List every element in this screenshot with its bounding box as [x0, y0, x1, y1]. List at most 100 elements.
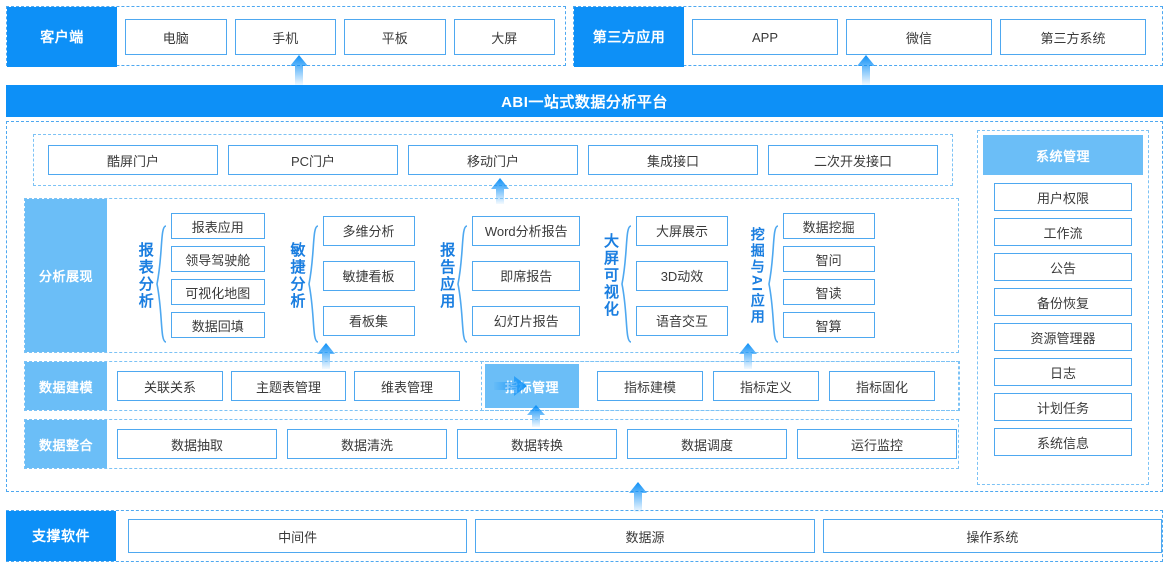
data-modeling-item-relations[interactable]: 关联关系 [117, 371, 223, 401]
analysis-cluster-agile-items: 多维分析 敏捷看板 看板集 [322, 215, 415, 336]
portal-item-secondary-dev-api[interactable]: 二次开发接口 [768, 145, 938, 175]
portal-item-pc[interactable]: PC门户 [228, 145, 398, 175]
brace-icon [766, 224, 779, 343]
system-management-items: 用户权限 工作流 公告 备份恢复 资源管理器 日志 计划任务 系统信息 [994, 183, 1132, 456]
analysis-item-board-set[interactable]: 看板集 [322, 305, 415, 336]
portal-item-kuping[interactable]: 酷屏门户 [48, 145, 218, 175]
analysis-item-multidim[interactable]: 多维分析 [322, 215, 415, 246]
data-integration-item-extract[interactable]: 数据抽取 [117, 429, 277, 459]
arrow-up-to-client-icon [288, 55, 310, 85]
analysis-cluster-report-app-items: Word分析报告 即席报告 幻灯片报告 [472, 215, 581, 336]
analysis-item-bigscreen-display[interactable]: 大屏展示 [636, 215, 728, 246]
system-management-item-workflow[interactable]: 工作流 [994, 218, 1132, 246]
third-party-group-header: 第三方应用 [574, 7, 684, 67]
third-party-item-external-system[interactable]: 第三方系统 [1000, 19, 1146, 55]
client-layer-row: 客户端 电脑 手机 平板 大屏 第三方应用 APP 微信 第三方系统 [0, 6, 1169, 67]
indicator-item-solidify[interactable]: 指标固化 [829, 371, 935, 401]
third-party-item-app[interactable]: APP [692, 19, 838, 55]
support-software-header: 支撑软件 [6, 511, 116, 561]
analysis-item-agile-board[interactable]: 敏捷看板 [322, 260, 415, 291]
brace-icon [455, 224, 468, 343]
analysis-cluster-bigscreen-items: 大屏展示 3D动效 语音交互 [636, 215, 728, 336]
platform-title-bar: ABI一站式数据分析平台 [6, 85, 1163, 117]
data-modeling-layer: 数据建模 关联关系 主题表管理 维表管理 指标管理 指标建模 指标定义 指标固化 [24, 361, 960, 411]
portal-item-integration-api[interactable]: 集成接口 [588, 145, 758, 175]
analysis-item-visual-map[interactable]: 可视化地图 [170, 279, 265, 305]
system-management-item-resource-manager[interactable]: 资源管理器 [994, 323, 1132, 351]
indicator-management-items: 指标建模 指标定义 指标固化 [597, 371, 935, 401]
system-management-item-scheduled-tasks[interactable]: 计划任务 [994, 393, 1132, 421]
indicator-item-modeling[interactable]: 指标建模 [597, 371, 703, 401]
system-management-item-logs[interactable]: 日志 [994, 358, 1132, 386]
system-management-item-backup-restore[interactable]: 备份恢复 [994, 288, 1132, 316]
data-modeling-item-subject-table[interactable]: 主题表管理 [231, 371, 346, 401]
system-management-group: 系统管理 用户权限 工作流 公告 备份恢复 资源管理器 日志 计划任务 系统信息 [977, 130, 1149, 485]
analysis-cluster-ai: 挖掘与AI应用 数据挖掘 智问 智读 智算 [750, 199, 875, 352]
data-integration-item-transform[interactable]: 数据转换 [457, 429, 617, 459]
third-party-group: 第三方应用 APP 微信 第三方系统 [573, 6, 1163, 67]
analysis-cluster-bigscreen: 大屏可视化 大屏展示 3D动效 语音交互 [602, 199, 728, 352]
analysis-item-voice-interaction[interactable]: 语音交互 [636, 305, 728, 336]
arrow-up-to-platform-icon [627, 482, 649, 512]
arrow-up-to-analysis-left-icon [315, 343, 337, 373]
brace-icon [619, 224, 632, 343]
client-item-pc[interactable]: 电脑 [125, 19, 227, 55]
analysis-cluster-bigscreen-label: 大屏可视化 [602, 233, 619, 318]
data-integration-item-clean[interactable]: 数据清洗 [287, 429, 447, 459]
platform-main-panel: 酷屏门户 PC门户 移动门户 集成接口 二次开发接口 分析展现 报表分析 [6, 121, 1163, 492]
analysis-item-zhidu[interactable]: 智读 [782, 279, 875, 305]
system-management-item-user-permission[interactable]: 用户权限 [994, 183, 1132, 211]
client-item-phone[interactable]: 手机 [234, 19, 336, 55]
brace-icon [306, 224, 319, 343]
third-party-items: APP 微信 第三方系统 [692, 7, 1152, 67]
system-management-item-announcement[interactable]: 公告 [994, 253, 1132, 281]
arrow-up-to-third-party-icon [855, 55, 877, 85]
portal-item-mobile[interactable]: 移动门户 [408, 145, 578, 175]
analysis-layer: 分析展现 报表分析 报表应用 领导驾驶舱 可视化地图 数据回填 [24, 198, 959, 353]
data-integration-item-schedule[interactable]: 数据调度 [627, 429, 787, 459]
analysis-item-adhoc-report[interactable]: 即席报告 [472, 260, 581, 291]
data-modeling-header: 数据建模 [25, 362, 107, 410]
support-software-item-os[interactable]: 操作系统 [822, 519, 1162, 553]
analysis-cluster-agile: 敏捷分析 多维分析 敏捷看板 看板集 [289, 199, 415, 352]
analysis-item-3d-effects[interactable]: 3D动效 [636, 260, 728, 291]
arrow-up-to-portal-icon [489, 178, 511, 208]
indicator-item-definition[interactable]: 指标定义 [713, 371, 819, 401]
analysis-clusters: 报表分析 报表应用 领导驾驶舱 可视化地图 数据回填 敏捷分析 [107, 199, 958, 352]
portal-row: 酷屏门户 PC门户 移动门户 集成接口 二次开发接口 [33, 134, 953, 186]
analysis-item-word-report[interactable]: Word分析报告 [472, 215, 581, 246]
analysis-layer-header: 分析展现 [25, 199, 107, 352]
analysis-cluster-report: 报表分析 报表应用 领导驾驶舱 可视化地图 数据回填 [137, 199, 265, 352]
data-modeling-item-dimension-table[interactable]: 维表管理 [354, 371, 460, 401]
analysis-item-zhisuan[interactable]: 智算 [782, 312, 875, 338]
analysis-item-data-mining[interactable]: 数据挖掘 [782, 213, 875, 239]
analysis-cluster-report-label: 报表分析 [136, 241, 154, 310]
system-management-item-system-info[interactable]: 系统信息 [994, 428, 1132, 456]
analysis-cluster-agile-label: 敏捷分析 [288, 241, 306, 310]
arrow-up-to-indicator-icon [525, 405, 547, 435]
analysis-item-leader-cockpit[interactable]: 领导驾驶舱 [170, 246, 265, 272]
support-software-item-middleware[interactable]: 中间件 [128, 519, 468, 553]
support-software-layer: 支撑软件 中间件 数据源 操作系统 [6, 510, 1163, 562]
analysis-item-data-writeback[interactable]: 数据回填 [170, 312, 265, 338]
data-modeling-items: 关联关系 主题表管理 维表管理 [107, 371, 460, 401]
analysis-item-zhiwen[interactable]: 智问 [782, 246, 875, 272]
client-items: 电脑 手机 平板 大屏 [125, 7, 555, 67]
analysis-item-slide-report[interactable]: 幻灯片报告 [472, 305, 581, 336]
client-group-header: 客户端 [7, 7, 117, 67]
indicator-management-group: 指标管理 指标建模 指标定义 指标固化 [481, 361, 960, 411]
data-integration-item-monitor[interactable]: 运行监控 [797, 429, 957, 459]
data-integration-items: 数据抽取 数据清洗 数据转换 数据调度 运行监控 [107, 429, 957, 459]
client-group: 客户端 电脑 手机 平板 大屏 [6, 6, 566, 67]
data-integration-header: 数据整合 [25, 420, 107, 468]
analysis-cluster-ai-items: 数据挖掘 智问 智读 智算 [782, 213, 875, 338]
analysis-cluster-ai-label: 挖掘与AI应用 [749, 226, 766, 325]
analysis-item-report-app[interactable]: 报表应用 [170, 213, 265, 239]
arrow-right-to-indicator-icon [494, 375, 528, 397]
support-software-item-datasource[interactable]: 数据源 [475, 519, 815, 553]
analysis-cluster-report-app-label: 报告应用 [438, 241, 456, 310]
third-party-item-wechat[interactable]: 微信 [846, 19, 992, 55]
client-item-bigscreen[interactable]: 大屏 [453, 19, 555, 55]
client-item-tablet[interactable]: 平板 [344, 19, 446, 55]
